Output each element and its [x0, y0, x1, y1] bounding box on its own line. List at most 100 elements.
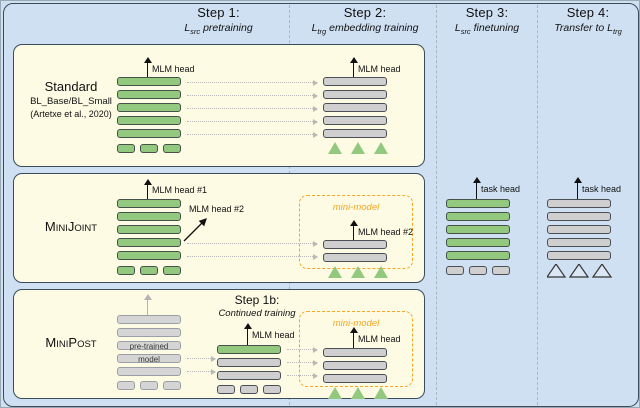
- transfer-connector: [187, 92, 318, 99]
- encoder-layer-frozen: [323, 129, 387, 138]
- new-embedding-triangle: [351, 266, 365, 278]
- column-header-step4: Step 4: Transfer to Ltrg: [539, 5, 637, 37]
- task-head-arrow: [473, 177, 482, 200]
- embedding-token-pretrained: [140, 381, 158, 390]
- transfer-connector: [187, 368, 216, 375]
- step4-title: Step 4:: [566, 5, 610, 20]
- embedding-token: [163, 144, 181, 153]
- mlm-head-2-pointer-arrow: [183, 218, 207, 242]
- encoder-layer-frozen: [547, 225, 611, 234]
- encoder-layer-frozen: [323, 374, 387, 383]
- row-panel-minijoint: [13, 173, 425, 283]
- column-separator-3: [537, 5, 538, 405]
- minipost-name: MINIPOST: [45, 335, 97, 350]
- encoder-layer-frozen: [323, 348, 387, 357]
- mlm-head-label: MLM head: [358, 64, 401, 74]
- mlm-head-label: MLM head: [252, 330, 295, 340]
- column-header-step3: Step 3: Lsrc finetuning: [438, 5, 536, 37]
- encoder-layer: [446, 199, 510, 208]
- encoder-layer-frozen: [323, 77, 387, 86]
- encoder-layer: [117, 90, 181, 99]
- new-embedding-triangle: [374, 142, 388, 154]
- new-embedding-triangles-outline: [547, 264, 613, 278]
- embedding-token-frozen: [240, 385, 258, 394]
- mlm-head-label: MLM head: [358, 334, 401, 344]
- column-separator-2: [436, 5, 437, 405]
- encoder-layer: [117, 251, 181, 260]
- encoder-layer: [117, 199, 181, 208]
- row-label-minijoint: MINIJOINT: [19, 219, 123, 234]
- transfer-connector: [287, 346, 318, 353]
- encoder-layer-frozen: [323, 103, 387, 112]
- new-embedding-triangle: [351, 387, 365, 399]
- mlm-head-2-label: MLM head #2: [189, 204, 245, 214]
- encoder-layer: [117, 103, 181, 112]
- row-label-standard: Standard BL_Base/BL_Small (Artetxe et al…: [19, 79, 123, 119]
- encoder-layer: [446, 238, 510, 247]
- embedding-token: [163, 266, 181, 275]
- encoder-layer: [446, 251, 510, 260]
- encoder-layer-frozen: [547, 251, 611, 260]
- step1b-subtitle: Continued training: [218, 308, 296, 319]
- transfer-connector: [187, 79, 318, 86]
- encoder-layer: [117, 225, 181, 234]
- encoder-layer-frozen: [547, 238, 611, 247]
- step2-title: Step 2:: [343, 5, 387, 20]
- encoder-layer: [446, 225, 510, 234]
- step1b-header: Step 1b: Continued training: [197, 293, 317, 319]
- embedding-token-frozen: [492, 266, 510, 275]
- embedding-token: [140, 266, 158, 275]
- task-head-label: task head: [582, 184, 622, 194]
- transfer-connector: [187, 105, 318, 112]
- step1-subtitle: Lsrc pretraining: [184, 21, 253, 37]
- encoder-layer: [117, 116, 181, 125]
- transfer-connector: [187, 253, 318, 260]
- mlm-head-label: MLM head: [152, 64, 195, 74]
- encoder-layer: [446, 212, 510, 221]
- mlm-head-2-label: MLM head #2: [358, 227, 414, 237]
- embedding-token-frozen: [469, 266, 487, 275]
- mlm-head-arrow: [350, 327, 359, 349]
- step3-subtitle: Lsrc finetuning: [454, 21, 520, 37]
- task-head-arrow: [574, 177, 583, 200]
- transfer-connector: [187, 131, 318, 138]
- model-text: model: [138, 354, 160, 364]
- encoder-layer-frozen: [547, 199, 611, 208]
- embedding-token: [140, 144, 158, 153]
- encoder-layer-frozen: [323, 240, 387, 249]
- pretrained-text: pre-trained: [129, 341, 169, 351]
- new-embedding-triangle: [351, 142, 365, 154]
- mini-model-box-minipost: mini-model: [299, 311, 413, 387]
- standard-variants: BL_Base/BL_Small: [30, 96, 112, 107]
- task-head-label: task head: [481, 184, 521, 194]
- new-embedding-triangle: [328, 266, 342, 278]
- embedding-token: [117, 144, 135, 153]
- new-embedding-triangle: [374, 387, 388, 399]
- encoder-layer-new: [217, 345, 281, 354]
- encoder-layer-frozen: [323, 253, 387, 262]
- encoder-layer-frozen: [323, 361, 387, 370]
- new-embedding-triangle: [374, 266, 388, 278]
- embedding-token-pretrained: [117, 381, 135, 390]
- minijoint-name: MINIJOINT: [44, 219, 98, 234]
- step1-title: Step 1:: [197, 5, 240, 20]
- mini-model-label: mini-model: [332, 202, 380, 213]
- encoder-layer-frozen: [323, 90, 387, 99]
- encoder-layer-pretrained: [117, 328, 181, 337]
- embedding-token-frozen: [263, 385, 281, 394]
- new-embedding-triangle: [328, 142, 342, 154]
- encoder-layer-midexit: [117, 238, 181, 247]
- new-embedding-triangle: [328, 387, 342, 399]
- standard-citation: (Artetxe et al., 2020): [30, 109, 112, 119]
- column-header-step2: Step 2: Ltrg embedding training: [296, 5, 434, 37]
- encoder-layer-pretrained: [117, 315, 181, 324]
- step1b-title: Step 1b:: [234, 293, 280, 307]
- mlm-head-arrow: [144, 57, 153, 79]
- encoder-layer-frozen: [547, 212, 611, 221]
- transfer-connector: [287, 359, 318, 366]
- embedding-token-frozen: [446, 266, 464, 275]
- column-header-step1: Step 1: Lsrc pretraining: [151, 5, 286, 37]
- encoder-layer-frozen: [217, 358, 281, 367]
- mini-model-label: mini-model: [332, 318, 380, 329]
- encoder-layer: [117, 77, 181, 86]
